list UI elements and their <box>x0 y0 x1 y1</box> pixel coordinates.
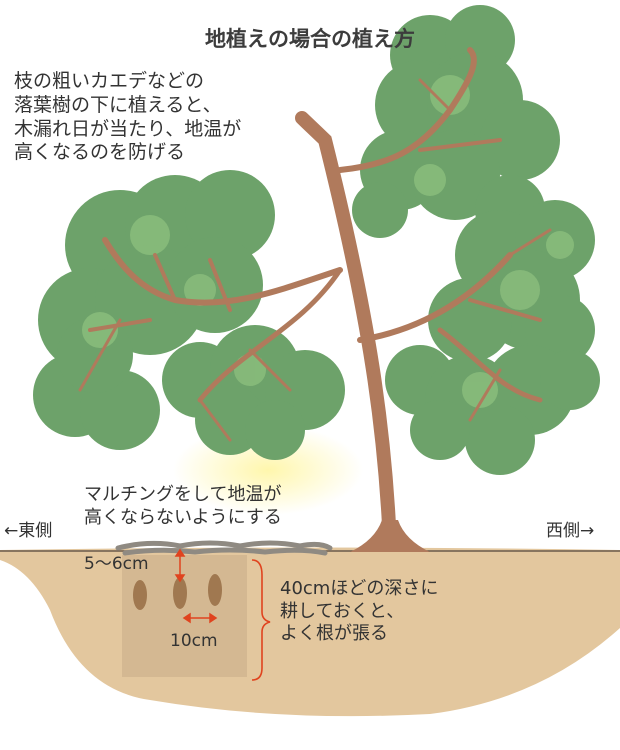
west-side-label: 西側→ <box>546 521 595 541</box>
tree-roots <box>350 520 430 552</box>
planting-depth-label: 5〜6cm <box>84 554 149 574</box>
tree-canopy <box>33 5 600 475</box>
depth-arrow <box>174 548 186 583</box>
mulching-note: マルチングをして地温が 高くならないようにする <box>84 484 282 528</box>
mulch-layer <box>115 540 333 556</box>
deciduous-tree-note: 枝の粗いカエデなどの 落葉樹の下に植えると、 木漏れ日が当たり、地温が 高くなる… <box>14 70 242 164</box>
tree-branches <box>78 47 552 552</box>
spacing-arrow <box>182 612 218 624</box>
east-side-label: ←東側 <box>4 521 53 541</box>
page-title: 地植えの場合の植え方 <box>205 27 415 51</box>
plant-spacing-label: 10cm <box>170 631 218 651</box>
tilling-depth-note: 40cmほどの深さに 耕しておくと、 よく根が張る <box>280 578 439 644</box>
planted-bulbs <box>133 574 222 610</box>
tilling-bracket <box>251 559 271 681</box>
